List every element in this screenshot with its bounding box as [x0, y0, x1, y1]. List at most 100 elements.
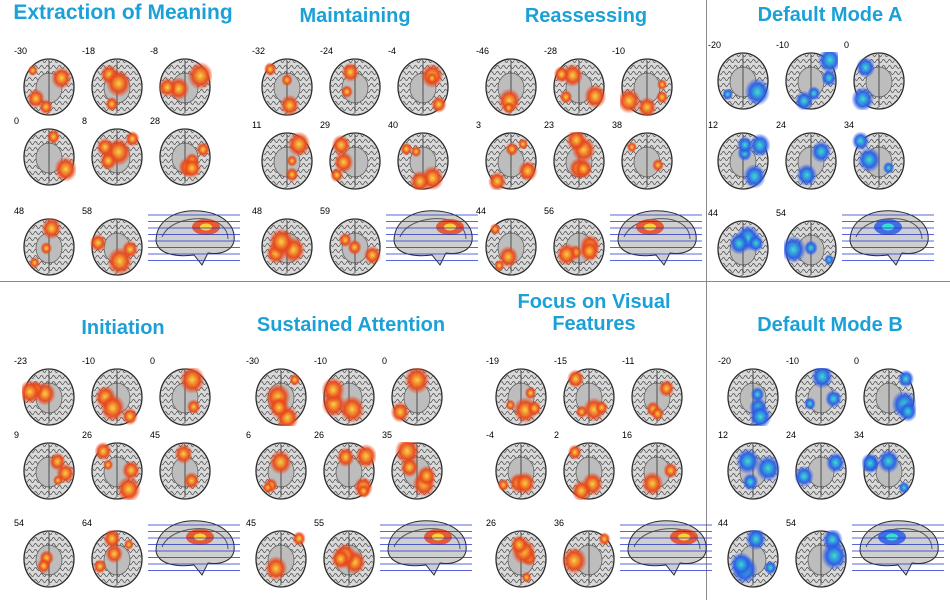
axial-brain-image — [794, 530, 848, 588]
axial-brain-image — [260, 132, 314, 190]
sagittal-slice-locator — [620, 515, 712, 579]
slice-coordinate-label: -4 — [486, 430, 495, 440]
slice-coordinate-label: 0 — [844, 40, 850, 50]
slice-coordinate-label: 58 — [82, 206, 93, 216]
axial-brain-image — [328, 132, 382, 190]
panel-extraction-of-meaning: Extraction of Meaning — [0, 0, 246, 281]
axial-brain-image — [484, 218, 538, 276]
brain-slice: 0 — [854, 356, 920, 426]
slice-coordinate-label: -46 — [476, 46, 490, 56]
slice-coordinate-label: 2 — [554, 430, 560, 440]
vertical-divider — [706, 0, 707, 600]
panel-default-mode-b: Default Mode B — [710, 282, 950, 600]
brain-slice: -10 — [776, 40, 842, 110]
brain-slice: -10 — [786, 356, 852, 426]
axial-brain-image — [390, 368, 444, 426]
axial-brain-image — [784, 52, 838, 110]
axial-brain-image — [90, 128, 144, 186]
slice-coordinate-label: 26 — [314, 430, 325, 440]
axial-brain-image — [726, 442, 780, 500]
axial-brain-image — [484, 132, 538, 190]
axial-brain-image — [22, 368, 76, 426]
brain-slice: 58 — [82, 206, 148, 276]
slice-coordinate-label: 44 — [476, 206, 487, 216]
brain-slice: 64 — [82, 518, 148, 588]
brain-slice: 29 — [320, 120, 386, 190]
brain-slice: 48 — [252, 206, 318, 276]
axial-brain-image — [22, 128, 76, 186]
slice-coordinate-label: -32 — [252, 46, 266, 56]
brain-slice: -46 — [476, 46, 542, 116]
brain-slice: 12 — [708, 120, 774, 190]
brain-slice: 26 — [486, 518, 552, 588]
axial-brain-image — [158, 442, 212, 500]
brain-slice: -8 — [150, 46, 216, 116]
brain-slice: 0 — [150, 356, 216, 426]
slice-coordinate-label: 38 — [612, 120, 623, 130]
sagittal-slice-locator — [842, 205, 934, 269]
slice-coordinate-label: -28 — [544, 46, 558, 56]
panel-focus-on-visual-features: Focus on Visual Features — [494, 282, 694, 600]
brain-slice: 12 — [718, 430, 784, 500]
panel-initiation: Initiation — [0, 282, 246, 600]
brain-slice: 24 — [776, 120, 842, 190]
slice-coordinate-label: -20 — [718, 356, 732, 366]
slice-coordinate-label: 55 — [314, 518, 325, 528]
axial-brain-image — [328, 218, 382, 276]
brain-slice: 6 — [246, 430, 312, 500]
brain-slice: 44 — [476, 206, 542, 276]
slice-coordinate-label: -30 — [14, 46, 28, 56]
axial-brain-image — [630, 368, 684, 426]
slice-coordinate-label: -10 — [314, 356, 328, 366]
axial-brain-image — [390, 442, 444, 500]
brain-slice: 0 — [844, 40, 910, 110]
axial-brain-image — [322, 368, 376, 426]
slice-coordinate-label: 0 — [14, 116, 20, 126]
slice-coordinate-label: 0 — [382, 356, 388, 366]
slice-coordinate-label: 54 — [14, 518, 25, 528]
brain-slice: 45 — [150, 430, 216, 500]
slice-coordinate-label: -18 — [82, 46, 96, 56]
panel-title: Default Mode A — [757, 4, 903, 26]
brain-slice: 2 — [554, 430, 620, 500]
axial-brain-image — [562, 368, 616, 426]
axial-brain-image — [484, 58, 538, 116]
brain-slice: -20 — [718, 356, 784, 426]
axial-brain-image — [716, 52, 770, 110]
slice-coordinate-label: 34 — [854, 430, 865, 440]
axial-brain-image — [562, 442, 616, 500]
slice-coordinate-label: 11 — [252, 120, 262, 130]
sagittal-slice-locator — [380, 515, 472, 579]
slice-coordinate-label: 56 — [544, 206, 555, 216]
axial-brain-image — [90, 442, 144, 500]
brain-slice: -4 — [388, 46, 454, 116]
brain-slice: 23 — [544, 120, 610, 190]
brain-slice: 44 — [718, 518, 784, 588]
brain-slice: 45 — [246, 518, 312, 588]
brain-slice: 9 — [14, 430, 80, 500]
panel-title: Initiation — [81, 317, 165, 339]
axial-brain-image — [494, 368, 548, 426]
panel-title: Extraction of Meaning — [13, 1, 233, 24]
axial-brain-image — [852, 52, 906, 110]
brain-slice: -10 — [612, 46, 678, 116]
sagittal-slice-locator — [610, 205, 702, 269]
brain-slice: -20 — [708, 40, 774, 110]
slice-coordinate-label: -10 — [776, 40, 790, 50]
slice-coordinate-label: 54 — [786, 518, 797, 528]
slice-coordinate-label: 9 — [14, 430, 20, 440]
axial-brain-image — [552, 218, 606, 276]
panel-title: Reassessing — [524, 5, 648, 27]
slice-coordinate-label: 59 — [320, 206, 331, 216]
brain-slice: 28 — [150, 116, 216, 186]
sagittal-slice-locator — [386, 205, 478, 269]
slice-coordinate-label: 40 — [388, 120, 399, 130]
axial-brain-image — [494, 442, 548, 500]
slice-coordinate-label: -4 — [388, 46, 397, 56]
slice-coordinate-label: -20 — [708, 40, 722, 50]
slice-coordinate-label: 0 — [150, 356, 156, 366]
axial-brain-image — [784, 220, 838, 278]
slice-coordinate-label: 64 — [82, 518, 93, 528]
brain-slice: 34 — [844, 120, 910, 190]
panel-title: Focus on Visual Features — [517, 291, 671, 335]
